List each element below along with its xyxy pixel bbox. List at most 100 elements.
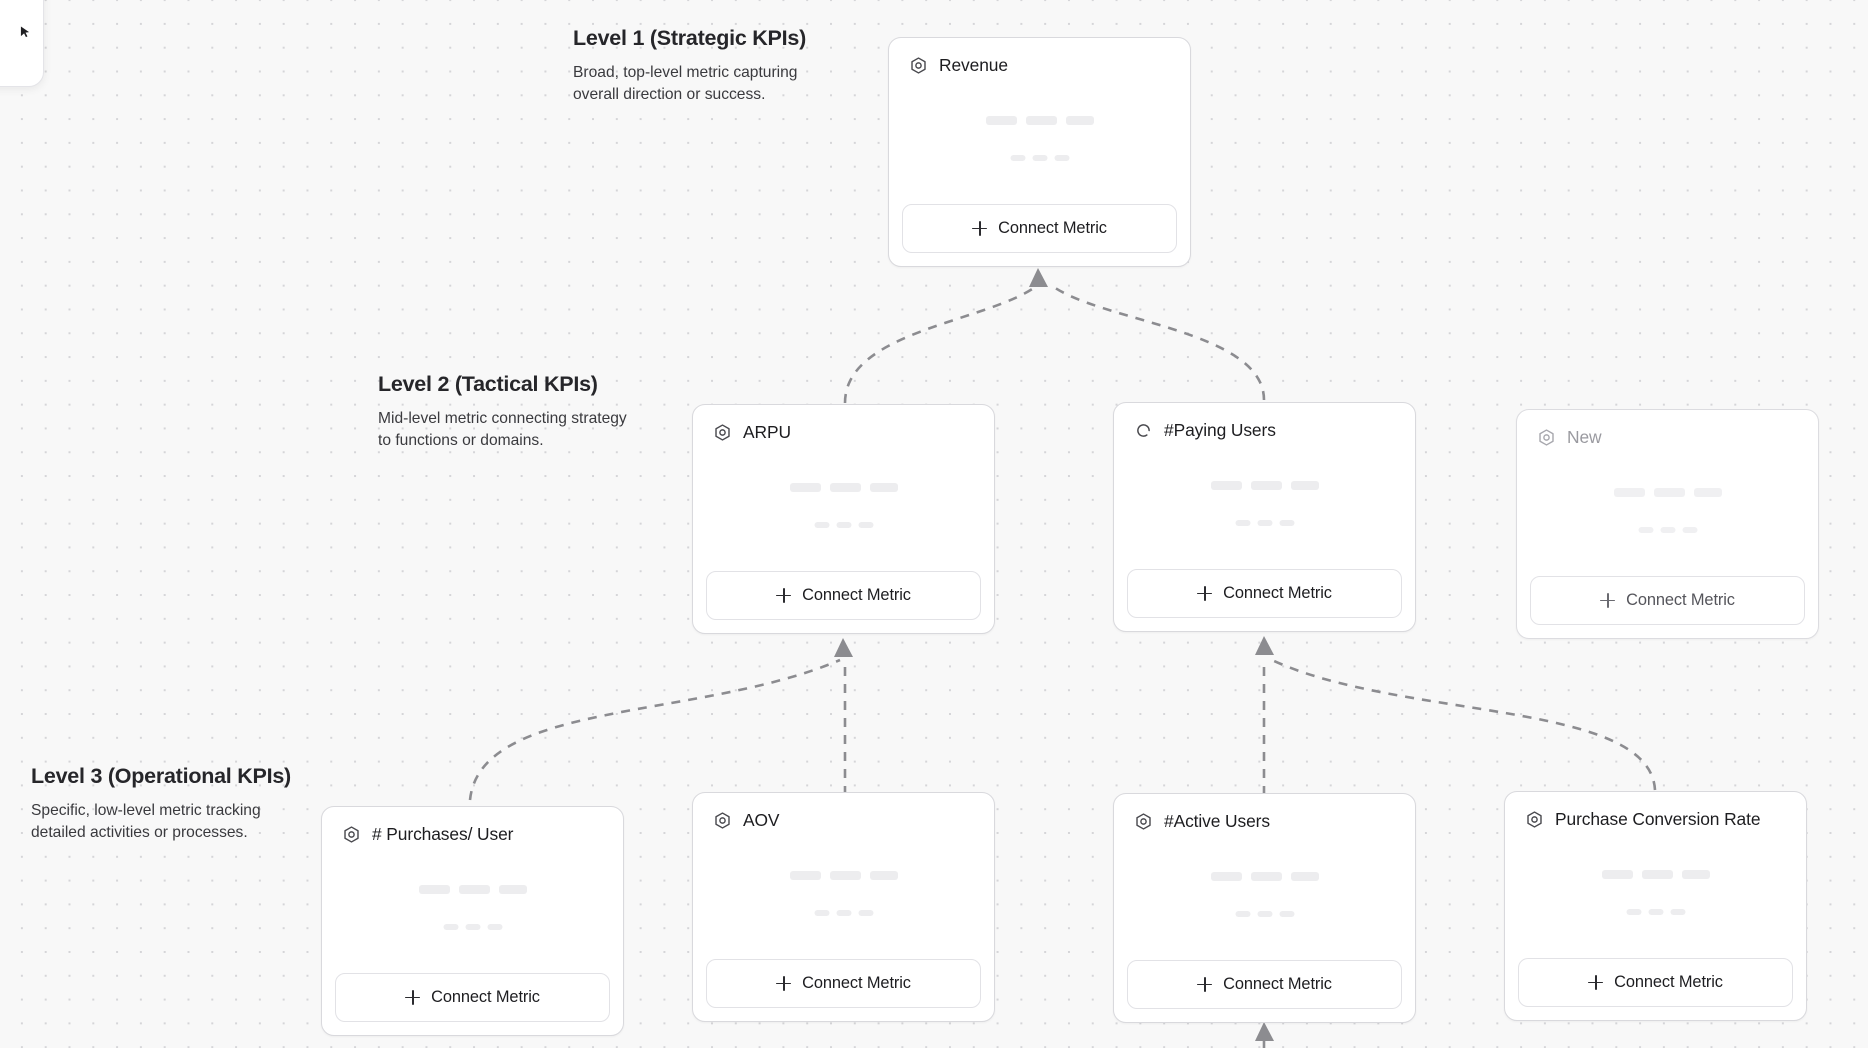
connect-metric-button[interactable]: Connect Metric <box>1127 960 1402 1009</box>
floating-toolbar-panel[interactable] <box>0 0 44 87</box>
metric-card-paying-users[interactable]: #Paying Users Connect Metric <box>1113 402 1416 632</box>
skeleton-bar <box>858 910 873 916</box>
metric-card-purchases-per-user[interactable]: # Purchases/ User Connect Metric <box>321 806 624 1036</box>
connect-metric-label: Connect Metric <box>431 988 540 1006</box>
skeleton-bar <box>829 871 861 880</box>
level-3-label-group: Level 3 (Operational KPIs) Specific, low… <box>31 764 291 843</box>
plus-icon <box>776 588 792 603</box>
skeleton-bar <box>1054 155 1069 161</box>
skeleton-bar <box>1210 872 1242 881</box>
connect-metric-button[interactable]: Connect Metric <box>902 204 1177 253</box>
connect-metric-button[interactable]: Connect Metric <box>706 959 981 1008</box>
hexagon-target-icon <box>713 423 732 442</box>
skeleton-row-primary <box>1210 481 1319 490</box>
card-title: #Active Users <box>1164 811 1270 831</box>
hexagon-target-icon <box>1134 812 1153 831</box>
skeleton-row-secondary <box>1235 911 1294 917</box>
connect-metric-label: Connect Metric <box>1614 973 1723 991</box>
metric-card-arpu[interactable]: ARPU Connect Metric <box>692 404 995 634</box>
skeleton-bar <box>1681 870 1710 879</box>
hexagon-target-icon <box>713 811 732 830</box>
plus-icon <box>1197 977 1213 992</box>
level-1-description: Broad, top-level metric capturing overal… <box>573 64 798 103</box>
plus-icon <box>1197 586 1213 601</box>
metric-card-aov[interactable]: AOV Connect Metric <box>692 792 995 1022</box>
cursor-icon <box>18 25 32 39</box>
arrowhead-arpu <box>834 638 853 657</box>
skeleton-bar <box>1025 116 1057 125</box>
plus-icon <box>405 990 421 1005</box>
skeleton-bar <box>443 924 458 930</box>
skeleton-row-secondary <box>1010 155 1069 161</box>
card-skeleton-body <box>1505 830 1806 958</box>
card-header: AOV <box>693 793 994 831</box>
skeleton-bar <box>418 885 450 894</box>
card-title: AOV <box>743 810 780 830</box>
edge-paying-to-revenue <box>1050 283 1266 401</box>
skeleton-bar <box>1235 911 1250 917</box>
metric-card-active-users[interactable]: #Active Users Connect Metric <box>1113 793 1416 1023</box>
card-header: #Paying Users <box>1114 403 1415 441</box>
skeleton-bar <box>814 910 829 916</box>
level-3-title: Level 3 (Operational KPIs) <box>31 764 291 788</box>
connect-metric-label: Connect Metric <box>1223 975 1332 993</box>
skeleton-bar <box>789 483 821 492</box>
skeleton-row-primary <box>1613 488 1722 497</box>
skeleton-bar <box>858 522 873 528</box>
connect-metric-button[interactable]: Connect Metric <box>1530 576 1805 625</box>
skeleton-row-secondary <box>1626 909 1685 915</box>
level-3-description: Specific, low-level metric tracking deta… <box>31 802 261 841</box>
metric-card-new[interactable]: New Connect Metric <box>1516 409 1819 639</box>
plus-icon <box>776 976 792 991</box>
card-skeleton-body <box>322 845 623 973</box>
connect-metric-button[interactable]: Connect Metric <box>1518 958 1793 1007</box>
skeleton-bar <box>1653 488 1685 497</box>
card-skeleton-body <box>693 443 994 571</box>
skeleton-bar <box>836 910 851 916</box>
skeleton-bar <box>1613 488 1645 497</box>
arrowhead-revenue <box>1029 268 1048 287</box>
skeleton-bar <box>487 924 502 930</box>
metric-card-purchase-conversion-rate[interactable]: Purchase Conversion Rate Connect Metric <box>1504 791 1807 1021</box>
skeleton-bar <box>1257 911 1272 917</box>
level-2-description: Mid-level metric connecting strategy to … <box>378 410 627 449</box>
skeleton-bar <box>1032 155 1047 161</box>
skeleton-bar <box>1641 870 1673 879</box>
connect-metric-label: Connect Metric <box>998 219 1107 237</box>
skeleton-bar <box>1257 520 1272 526</box>
skeleton-bar <box>1601 870 1633 879</box>
connect-metric-label: Connect Metric <box>1626 591 1735 609</box>
edge-pcr-to-paying <box>1271 658 1657 791</box>
hexagon-target-icon <box>342 825 361 844</box>
skeleton-bar <box>1290 481 1319 490</box>
skeleton-bar <box>869 871 898 880</box>
card-header: Revenue <box>889 38 1190 76</box>
card-title: Revenue <box>939 55 1008 75</box>
level-2-title: Level 2 (Tactical KPIs) <box>378 372 598 396</box>
skeleton-bar <box>1250 481 1282 490</box>
skeleton-bar <box>1670 909 1685 915</box>
skeleton-bar <box>1638 527 1653 533</box>
skeleton-bar <box>1235 520 1250 526</box>
skeleton-row-secondary <box>814 522 873 528</box>
connect-metric-button[interactable]: Connect Metric <box>706 571 981 620</box>
metric-card-revenue[interactable]: Revenue Connect Metric <box>888 37 1191 267</box>
hexagon-target-icon <box>1525 810 1544 829</box>
skeleton-bar <box>1660 527 1675 533</box>
level-1-title: Level 1 (Strategic KPIs) <box>573 26 806 50</box>
spinner-icon <box>1134 421 1153 440</box>
connect-metric-button[interactable]: Connect Metric <box>1127 569 1402 618</box>
level-1-label-group: Level 1 (Strategic KPIs) Broad, top-leve… <box>573 26 823 105</box>
skeleton-bar <box>498 885 527 894</box>
arrowhead-bottom-stub <box>1255 1022 1274 1041</box>
connect-metric-button[interactable]: Connect Metric <box>335 973 610 1022</box>
skeleton-bar <box>829 483 861 492</box>
skeleton-row-secondary <box>1235 520 1294 526</box>
skeleton-bar <box>836 522 851 528</box>
edge-arpu-to-revenue <box>843 283 1039 404</box>
skeleton-bar <box>789 871 821 880</box>
connect-metric-label: Connect Metric <box>802 586 911 604</box>
skeleton-row-secondary <box>443 924 502 930</box>
skeleton-bar <box>1010 155 1025 161</box>
